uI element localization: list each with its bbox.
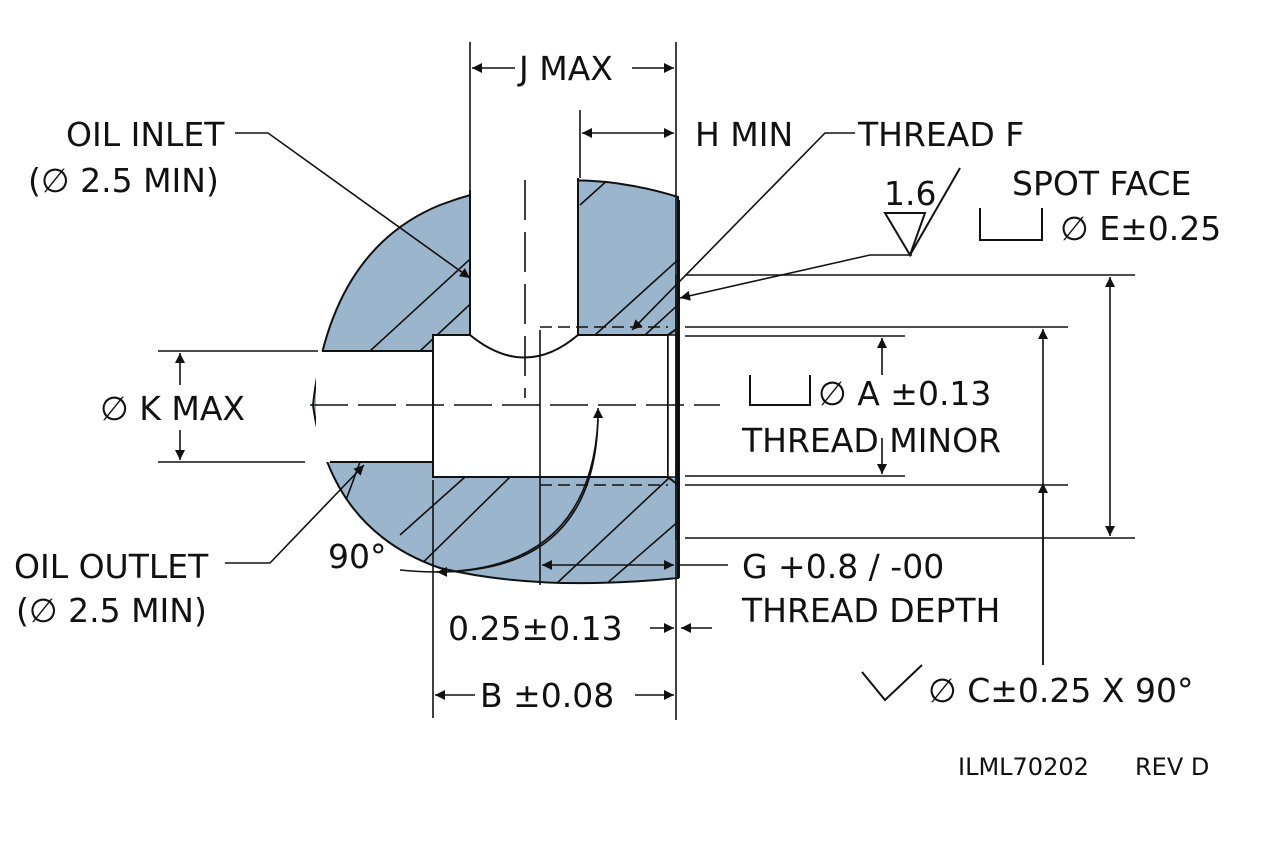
thread-depth-label: THREAD DEPTH	[741, 591, 1000, 630]
oil-outlet-label: OIL OUTLET	[14, 547, 209, 586]
drawing-number: ILML70202	[958, 753, 1089, 781]
extension-lines	[158, 42, 1135, 720]
j-max-label: J MAX	[517, 49, 613, 88]
k-max-label: ∅ K MAX	[100, 389, 245, 428]
oil-inlet-label: OIL INLET	[66, 115, 225, 154]
spot-face-label: SPOT FACE	[1012, 164, 1191, 203]
symbols	[749, 167, 1043, 702]
oil-inlet-dia-label: (∅ 2.5 MIN)	[28, 161, 219, 200]
oil-outlet-dia-label: (∅ 2.5 MIN)	[16, 591, 207, 630]
dimension-lines	[175, 63, 1115, 700]
revision-label: REV D	[1135, 753, 1209, 781]
thread-minor-dia-label: ∅ A ±0.13	[818, 374, 991, 413]
spotface-icon	[979, 208, 1043, 241]
leader-lines	[225, 132, 912, 564]
thread-minor-label: THREAD MINOR	[741, 421, 1001, 460]
surface-finish-value: 1.6	[884, 174, 936, 213]
spot-face-dia-label: ∅ E±0.25	[1060, 209, 1221, 248]
body-section	[310, 178, 720, 585]
b-dim-label: B ±0.08	[480, 676, 614, 715]
spotface-icon-2	[749, 375, 811, 406]
h-min-label: H MIN	[695, 115, 793, 154]
offset-label: 0.25±0.13	[448, 609, 623, 648]
thread-depth-tol-label: G +0.8 / -00	[742, 547, 944, 586]
chamfer-label: ∅ C±0.25 X 90°	[928, 671, 1193, 710]
thread-f-label: THREAD F	[857, 115, 1024, 154]
countersink-icon	[861, 664, 923, 702]
surface-finish-icon	[883, 212, 927, 258]
angle-label: 90°	[328, 537, 387, 576]
